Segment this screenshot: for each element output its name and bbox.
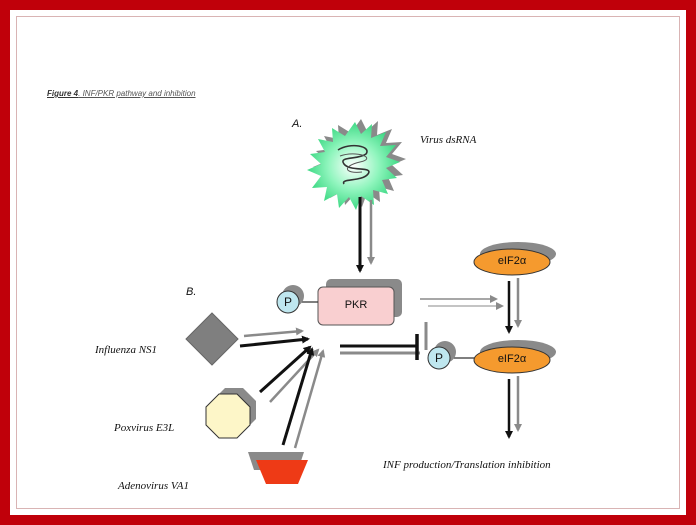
ns1-arrow-gray [243, 327, 304, 338]
figure-caption: Figure 4. INF/PKR pathway and inhibition [47, 89, 196, 98]
virus-dsrna-label: Virus dsRNA [420, 134, 477, 146]
pkr-phospho [276, 285, 304, 314]
outcome-label: INF production/Translation inhibition [383, 459, 551, 471]
virus-dsrna-burst [307, 119, 406, 210]
va1-arrow-black [281, 347, 315, 446]
inhibition-bar [340, 322, 428, 360]
poxvirus-e3l-label: Poxvirus E3L [114, 422, 175, 434]
eif2a-top-label: eIF2α [497, 255, 527, 267]
pkr-phospho-label: P [283, 295, 292, 309]
section-b-label: B. [186, 286, 197, 298]
eif2a-node-top [473, 242, 556, 276]
influenza-ns1-shape [185, 312, 239, 366]
figure-title: . INF/PKR pathway and inhibition [78, 89, 196, 98]
figure-number: Figure 4 [47, 89, 79, 98]
eif2a-bottom-label: eIF2α [497, 353, 527, 365]
va1-arrow-gray [293, 349, 326, 449]
adenovirus-va1-label: Adenovirus VA1 [118, 480, 189, 492]
eif2a-phospho-label: P [434, 351, 443, 365]
poxvirus-e3l-shape [205, 388, 256, 439]
adenovirus-va1-shape [248, 452, 308, 484]
pkr-label: PKR [344, 299, 368, 311]
eif2a-phospho [427, 341, 456, 370]
e3l-arrow-black [258, 345, 312, 394]
section-a-label: A. [292, 118, 303, 130]
eif2a-node-bottom [451, 340, 556, 374]
inner-border [16, 16, 680, 509]
influenza-ns1-label: Influenza NS1 [95, 344, 158, 356]
ns1-arrow-black [239, 335, 310, 348]
pkr-node [296, 279, 402, 326]
